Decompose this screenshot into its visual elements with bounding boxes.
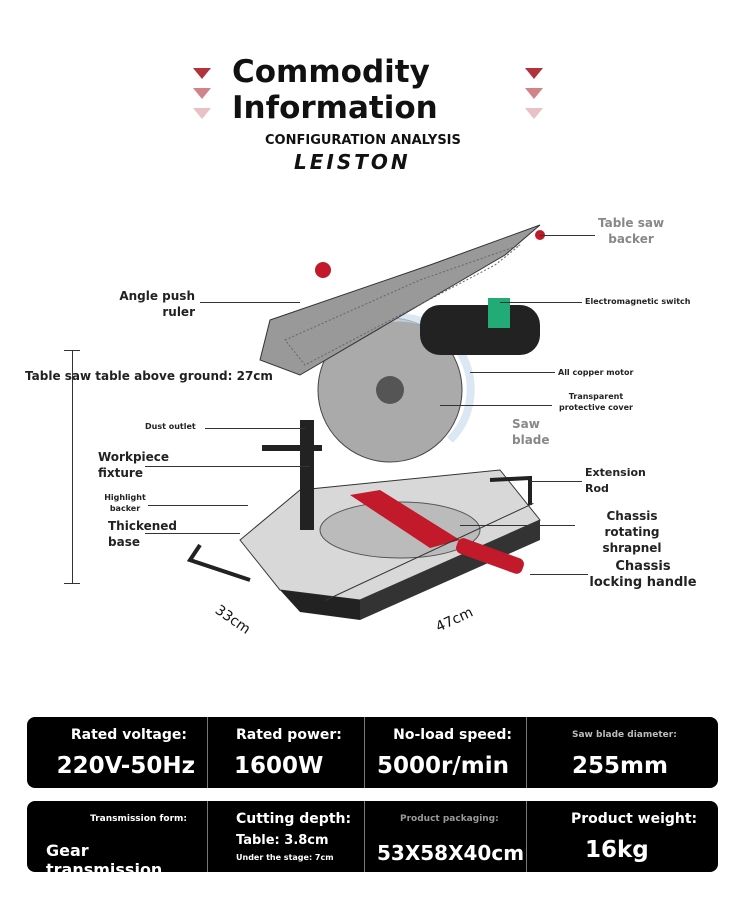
spec-power: Rated power: 1600W bbox=[208, 717, 365, 788]
label-highlight-backer: Highlight backer bbox=[104, 493, 146, 513]
spec-key: Product packaging: bbox=[400, 814, 499, 824]
triangle-icon bbox=[525, 88, 543, 99]
spec-speed: No-load speed: 5000r/min bbox=[365, 717, 527, 788]
triangle-icon bbox=[193, 68, 211, 79]
label-chassis-rotating-shrapnel: Chassis rotating shrapnel bbox=[602, 509, 662, 555]
saw-blade-assembly bbox=[262, 298, 540, 530]
spec-packaging: Product packaging: 53X58X40cm bbox=[365, 801, 527, 872]
spec-key: Rated voltage: bbox=[70, 727, 187, 743]
spec-value: Table: 3.8cm bbox=[236, 833, 329, 848]
triangle-icon bbox=[193, 108, 211, 119]
label-angle-push-ruler: Angle push ruler bbox=[119, 289, 195, 319]
height-dimension-line bbox=[72, 350, 73, 583]
triangle-icon bbox=[525, 108, 543, 119]
spec-transmission: Transmission form: Gear transmission bbox=[27, 801, 208, 879]
spec-value: 255mm bbox=[572, 753, 668, 779]
miter-saw-image bbox=[186, 224, 545, 620]
label-dust-outlet: Dust outlet bbox=[145, 422, 196, 431]
spec-value: 220V-50Hz bbox=[56, 753, 195, 779]
label-electromagnetic-switch: Electromagnetic switch bbox=[585, 297, 691, 306]
spec-value: 53X58X40cm bbox=[377, 841, 525, 865]
spec-value: 5000r/min bbox=[377, 753, 509, 779]
triangle-icon bbox=[193, 88, 211, 99]
saw-base bbox=[186, 469, 541, 620]
title-line2: Information bbox=[232, 90, 438, 126]
spec-blade-diameter: Saw blade diameter: 255mm bbox=[527, 717, 718, 788]
label-thickened-base: Thickened base bbox=[108, 519, 178, 549]
label-saw-blade: Saw blade bbox=[512, 417, 550, 447]
spec-cutting-depth: Cutting depth: Table: 3.8cm Under the st… bbox=[208, 801, 365, 872]
spec-key: Saw blade diameter: bbox=[572, 730, 677, 740]
spec-value: Gear transmission bbox=[46, 841, 163, 879]
label-table-saw-backer: Table saw backer bbox=[597, 216, 665, 246]
spec-key: Product weight: bbox=[571, 811, 698, 827]
label-chassis-locking-handle: Chassis locking handle bbox=[589, 559, 697, 590]
title-line1: Commodity bbox=[232, 54, 430, 90]
spec-bar-2: Transmission form: Gear transmission Cut… bbox=[27, 801, 718, 879]
spec-value: 16kg bbox=[585, 837, 649, 863]
brand-logo: LEISTON bbox=[294, 150, 411, 174]
spec-value: 1600W bbox=[234, 753, 324, 779]
label-extension-rod: Extension Rod bbox=[585, 466, 646, 495]
spec-key: Rated power: bbox=[236, 727, 342, 743]
spec-key: No-load speed: bbox=[393, 727, 512, 743]
label-table-height: Table saw table above ground: 27cm bbox=[25, 369, 273, 383]
triangle-icon bbox=[525, 68, 543, 79]
spec-weight: Product weight: 16kg bbox=[527, 801, 718, 872]
spec-key: Transmission form: bbox=[90, 814, 187, 824]
label-workpiece-fixture: Workpiece fixture bbox=[98, 450, 170, 480]
label-transparent-cover: Transparent protective cover bbox=[559, 392, 633, 412]
label-all-copper-motor: All copper motor bbox=[558, 368, 634, 377]
subtitle: CONFIGURATION ANALYSIS bbox=[265, 133, 461, 148]
spec-key: Cutting depth: bbox=[236, 811, 352, 827]
spec-bar-1: Rated voltage: 220V-50Hz Rated power: 16… bbox=[27, 717, 718, 788]
spec-value-secondary: Under the stage: 7cm bbox=[236, 853, 334, 862]
spec-voltage: Rated voltage: 220V-50Hz bbox=[27, 717, 208, 788]
